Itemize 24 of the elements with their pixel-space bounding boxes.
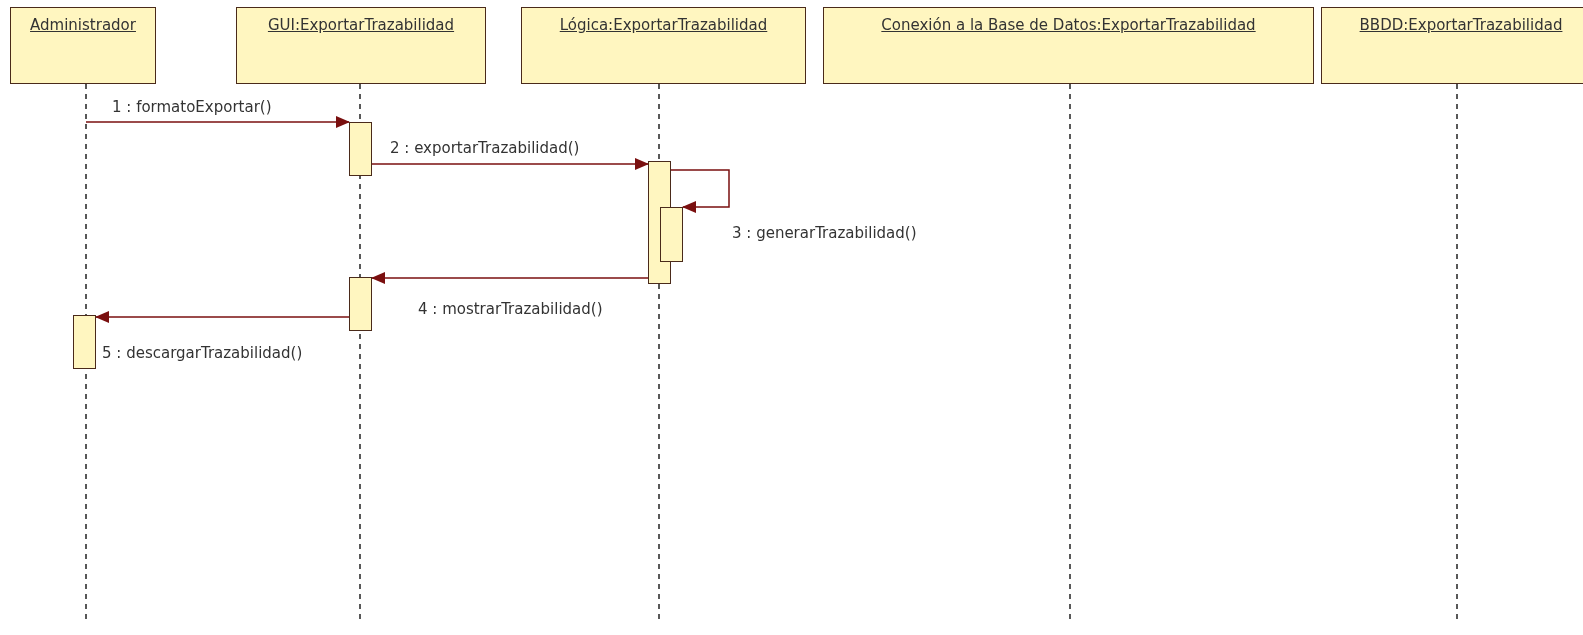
message-label: 5 : descargarTrazabilidad()	[100, 344, 305, 362]
message-label: 2 : exportarTrazabilidad()	[388, 139, 582, 157]
object-name: BBDD:ExportarTrazabilidad	[1358, 16, 1564, 34]
lifeline-head-box	[1321, 7, 1583, 84]
message-arrow	[85, 116, 350, 128]
object-name: Lógica:ExportarTrazabilidad	[558, 16, 769, 34]
lifeline-head-box	[823, 7, 1314, 84]
object-name: Administrador	[29, 16, 137, 34]
lifeline-head-box	[10, 7, 156, 84]
message-label: 4 : mostrarTrazabilidad()	[416, 300, 605, 318]
lifeline-head-box	[236, 7, 486, 84]
activation-bar	[659, 206, 683, 262]
activation-bar	[349, 277, 372, 331]
activation-bar	[73, 315, 96, 369]
message-arrow	[371, 272, 649, 284]
message-arrow	[670, 169, 730, 213]
message-label: 3 : generarTrazabilidad()	[730, 224, 919, 242]
activation-bar	[349, 122, 372, 176]
message-label: 1 : formatoExportar()	[110, 98, 274, 116]
object-name: GUI:ExportarTrazabilidad	[266, 16, 456, 34]
lifeline-head-box	[521, 7, 806, 84]
message-arrow	[95, 311, 350, 323]
object-name: Conexión a la Base de Datos:ExportarTrazabilidad	[880, 16, 1257, 34]
message-arrow	[371, 158, 649, 170]
